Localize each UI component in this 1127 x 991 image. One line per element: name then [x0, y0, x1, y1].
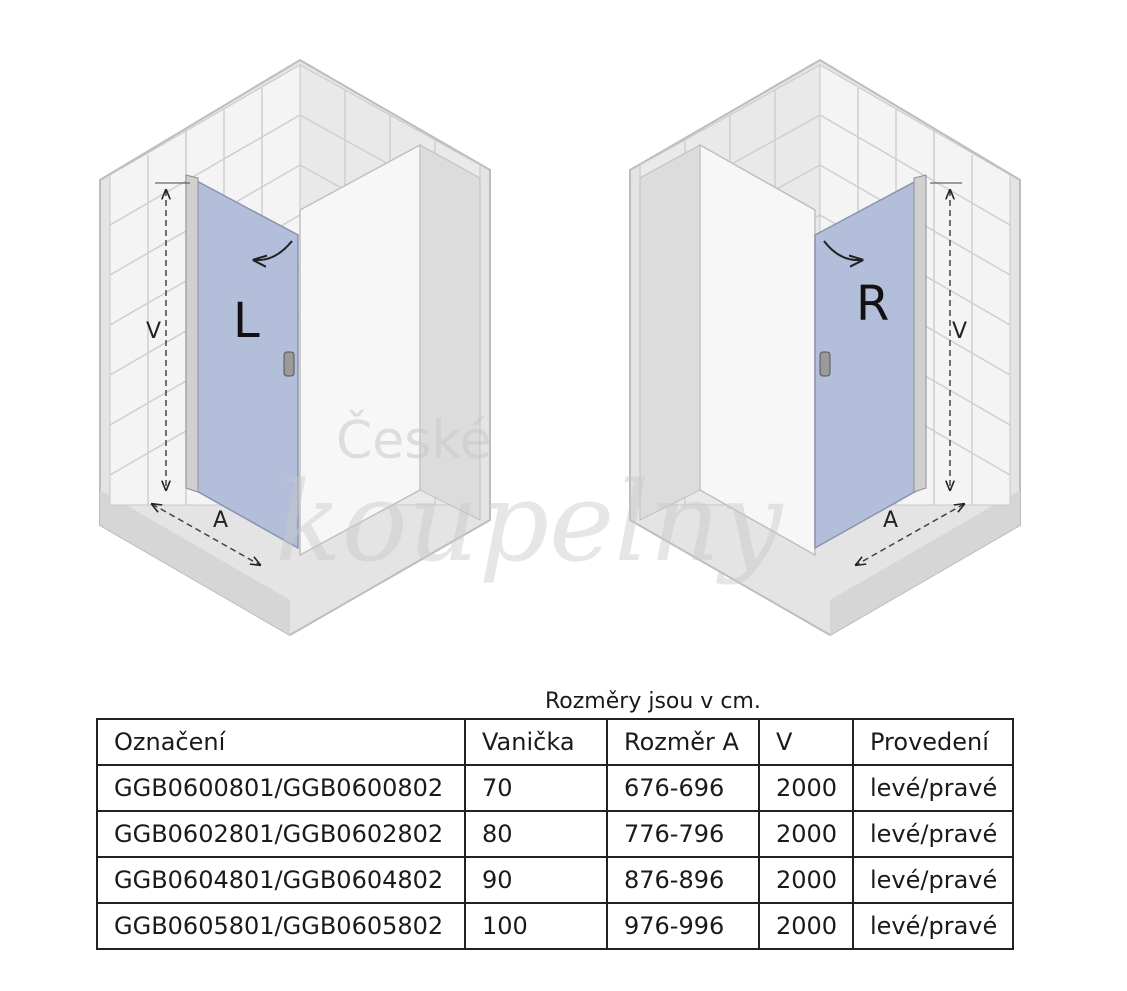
table-row: GGB0604801/GGB0604802 90 876-896 2000 le…	[96, 856, 1014, 904]
watermark-top: České	[336, 409, 492, 471]
right-door-label: R	[856, 276, 889, 332]
cell-tray: 80	[464, 810, 608, 858]
cell-designation: GGB0605801/GGB0605802	[96, 902, 466, 950]
cell-height-v: 2000	[758, 810, 854, 858]
cell-tray: 100	[464, 902, 608, 950]
right-height-label: V	[952, 319, 967, 344]
cell-version: levé/pravé	[852, 810, 1014, 858]
cell-version: levé/pravé	[852, 764, 1014, 812]
shower-diagrams: V A L V A R Česk	[99, 58, 1021, 637]
cell-height-v: 2000	[758, 856, 854, 904]
table-row: GGB0602801/GGB0602802 80 776-796 2000 le…	[96, 810, 1014, 858]
header-height-v: V	[758, 718, 854, 766]
cell-tray: 70	[464, 764, 608, 812]
left-shower-diagram: V A L	[99, 58, 491, 637]
specs-table: Označení Vanička Rozměr A V Provedení GG…	[96, 718, 1014, 950]
header-version: Provedení	[852, 718, 1014, 766]
cell-height-v: 2000	[758, 902, 854, 950]
table-header-row: Označení Vanička Rozměr A V Provedení	[96, 718, 1014, 766]
header-designation: Označení	[96, 718, 466, 766]
cell-dimension-a: 876-896	[606, 856, 760, 904]
cell-dimension-a: 776-796	[606, 810, 760, 858]
cell-version: levé/pravé	[852, 856, 1014, 904]
right-shower-diagram: V A R	[629, 58, 1021, 637]
header-tray: Vanička	[464, 718, 608, 766]
left-height-label: V	[146, 319, 161, 344]
table-row: GGB0600801/GGB0600802 70 676-696 2000 le…	[96, 764, 1014, 812]
units-note: Rozměry jsou v cm.	[545, 689, 761, 714]
right-width-label: A	[883, 508, 898, 533]
cell-designation: GGB0602801/GGB0602802	[96, 810, 466, 858]
cell-version: levé/pravé	[852, 902, 1014, 950]
cell-dimension-a: 976-996	[606, 902, 760, 950]
left-width-label: A	[213, 508, 228, 533]
cell-tray: 90	[464, 856, 608, 904]
cell-dimension-a: 676-696	[606, 764, 760, 812]
left-door-label: L	[233, 293, 260, 349]
table-row: GGB0605801/GGB0605802 100 976-996 2000 l…	[96, 902, 1014, 950]
header-dimension-a: Rozměr A	[606, 718, 760, 766]
cell-designation: GGB0600801/GGB0600802	[96, 764, 466, 812]
watermark-main: koupelny	[275, 458, 784, 586]
cell-designation: GGB0604801/GGB0604802	[96, 856, 466, 904]
cell-height-v: 2000	[758, 764, 854, 812]
